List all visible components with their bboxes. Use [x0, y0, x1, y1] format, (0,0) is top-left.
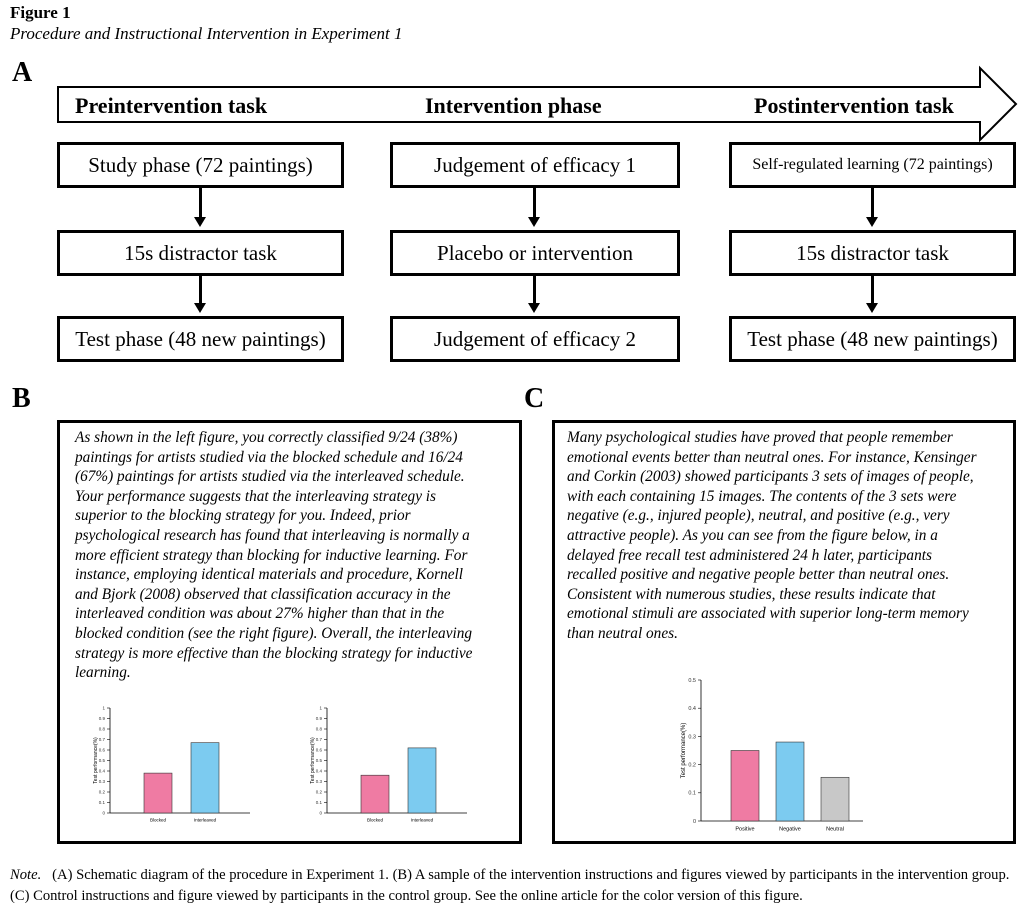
figure-title: Procedure and Instructional Intervention… — [10, 24, 403, 43]
note-lead: Note. — [10, 867, 42, 883]
bar — [143, 772, 173, 814]
step-distractor-task: 15s distractor task — [57, 230, 344, 276]
phase-intervention: Intervention phase — [425, 93, 602, 118]
bar — [730, 750, 760, 822]
y-tick-label: 0.1 — [688, 791, 696, 797]
y-axis-label: Test performance(%) — [681, 723, 687, 779]
bar — [360, 774, 390, 814]
y-tick-label: 0.4 — [688, 706, 696, 712]
y-tick-label: 0.9 — [99, 716, 106, 721]
step-efficacy-1: Judgement of efficacy 1 — [390, 142, 680, 188]
phase-postintervention: Postintervention task — [754, 93, 954, 118]
bar — [820, 776, 850, 822]
x-tick-label: Blocked — [367, 818, 384, 823]
y-tick-label: 0.4 — [316, 769, 323, 774]
panel-c-box — [552, 420, 1016, 844]
y-tick-label: 0.6 — [316, 748, 323, 753]
step-self-regulated-learning: Self-regulated learning (72 paintings) — [729, 142, 1016, 188]
y-tick-label: 0.9 — [316, 716, 323, 721]
y-tick-label: 0.6 — [99, 748, 106, 753]
step-test-phase: Test phase (48 new paintings) — [729, 316, 1016, 362]
flow-line — [871, 276, 874, 304]
y-tick-label: 0.3 — [316, 779, 323, 784]
y-tick-label: 0.5 — [688, 678, 696, 684]
bar — [190, 742, 220, 814]
step-distractor-task: 15s distractor task — [729, 230, 1016, 276]
panel-letter-c: C — [524, 383, 545, 414]
panel-letter-a: A — [12, 57, 33, 88]
flow-line — [533, 188, 536, 218]
x-tick-label: Neutral — [826, 827, 844, 833]
timeline-arrow — [57, 65, 1018, 143]
arrow-down-icon — [528, 217, 540, 227]
y-tick-label: 0.1 — [99, 800, 106, 805]
arrow-down-icon — [194, 217, 206, 227]
flow-line — [199, 188, 202, 218]
y-tick-label: 0.2 — [316, 790, 323, 795]
x-tick-label: Negative — [779, 827, 801, 833]
x-tick-label: Interleaved — [194, 818, 217, 823]
flow-line — [199, 276, 202, 304]
y-tick-label: 0.5 — [99, 758, 106, 763]
step-study-phase: Study phase (72 paintings) — [57, 142, 344, 188]
x-tick-label: Interleaved — [411, 818, 434, 823]
y-tick-label: 0.8 — [316, 727, 323, 732]
y-tick-label: 0 — [319, 811, 322, 816]
y-tick-label: 1 — [319, 706, 322, 711]
y-tick-label: 0.2 — [688, 763, 696, 769]
arrow-down-icon — [194, 303, 206, 313]
y-tick-label: 0.8 — [99, 727, 106, 732]
y-axis-label: Test performance(%) — [310, 737, 316, 784]
y-tick-label: 0.7 — [99, 737, 106, 742]
panel-letter-b: B — [12, 383, 31, 414]
y-tick-label: 0.2 — [99, 790, 106, 795]
y-tick-label: 0.7 — [316, 737, 323, 742]
step-test-phase: Test phase (48 new paintings) — [57, 316, 344, 362]
arrow-down-icon — [866, 217, 878, 227]
bar — [407, 747, 437, 814]
step-efficacy-2: Judgement of efficacy 2 — [390, 316, 680, 362]
figure-note: Note. (A) Schematic diagram of the proce… — [10, 865, 1020, 906]
y-axis-label: Test performance(%) — [93, 737, 99, 784]
panel-c-text: Many psychological studies have proved t… — [567, 429, 977, 642]
arrow-down-icon — [866, 303, 878, 313]
bar — [775, 741, 805, 822]
y-tick-label: 0.4 — [99, 769, 106, 774]
y-tick-label: 0.1 — [316, 800, 323, 805]
y-tick-label: 0.3 — [99, 779, 106, 784]
panel-b-box — [57, 420, 522, 844]
panel-b-text: As shown in the left figure, you correct… — [75, 429, 473, 682]
phase-preintervention: Preintervention task — [75, 93, 268, 118]
y-tick-label: 0.3 — [688, 734, 696, 740]
y-tick-label: 0.5 — [316, 758, 323, 763]
x-tick-label: Blocked — [150, 818, 167, 823]
note-body: (A) Schematic diagram of the procedure i… — [10, 867, 1010, 904]
flow-line — [871, 188, 874, 218]
step-placebo-intervention: Placebo or intervention — [390, 230, 680, 276]
y-tick-label: 0 — [693, 819, 696, 825]
x-tick-label: Positive — [735, 827, 754, 833]
y-tick-label: 0 — [102, 811, 105, 816]
flow-line — [533, 276, 536, 304]
figure-label: Figure 1 — [10, 3, 71, 22]
arrow-down-icon — [528, 303, 540, 313]
y-tick-label: 1 — [102, 706, 105, 711]
